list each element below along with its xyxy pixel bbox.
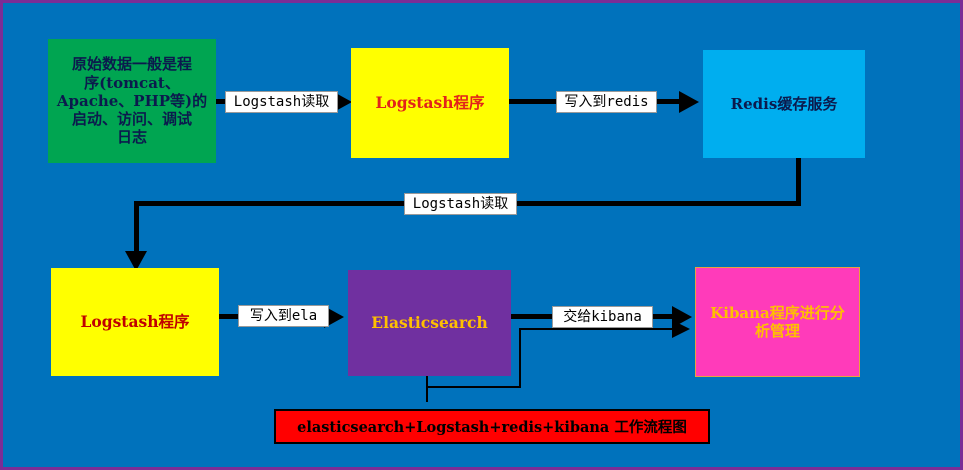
edge-label-write-redis: 写入到redis: [556, 91, 657, 113]
edge-label-read-1: Logstash读取: [225, 91, 338, 113]
node-elasticsearch-label: Elasticsearch: [371, 312, 488, 332]
edge-label-write-ela: 写入到ela: [238, 305, 329, 327]
edge-arrowhead-write-redis: [679, 91, 699, 113]
node-redis-cache-service-label: Redis缓存服务: [730, 94, 838, 113]
node-logstash-program-bottom[interactable]: Logstash程序: [51, 268, 219, 376]
node-logstash-program-top-label: Logstash程序: [375, 92, 485, 112]
edge-line-read-2-down-right: [796, 155, 801, 205]
node-kibana-analysis[interactable]: Kibana程序进行分 析管理: [695, 267, 860, 377]
node-logstash-program-top[interactable]: Logstash程序: [351, 48, 509, 158]
edge-arrowhead-es-loop: [672, 320, 690, 338]
diagram-title-banner: elasticsearch+Logstash+redis+kibana 工作流程…: [274, 409, 710, 444]
edge-line-es-loop-to-kibana: [519, 328, 684, 330]
edge-arrowhead-write-ela: [324, 306, 344, 328]
edge-line-es-loop-up: [519, 328, 521, 386]
node-source-data-label: 原始数据一般是程 序(tomcat、 Apache、PHP等)的 启动、访问、调…: [56, 55, 208, 147]
edge-label-read-2: Logstash读取: [404, 193, 517, 215]
node-kibana-analysis-label: Kibana程序进行分 析管理: [710, 303, 845, 340]
node-redis-cache-service[interactable]: Redis缓存服务: [703, 50, 865, 158]
edge-line-es-loop-down: [426, 376, 428, 402]
node-source-data[interactable]: 原始数据一般是程 序(tomcat、 Apache、PHP等)的 启动、访问、调…: [48, 39, 216, 163]
node-elasticsearch[interactable]: Elasticsearch: [348, 270, 511, 376]
edge-line-read-2-down-left: [134, 201, 139, 257]
edge-arrowhead-read-2: [125, 251, 147, 271]
node-logstash-program-bottom-label: Logstash程序: [80, 311, 190, 331]
edge-label-to-kibana: 交给kibana: [552, 306, 653, 328]
edge-line-es-loop-across: [426, 386, 521, 388]
